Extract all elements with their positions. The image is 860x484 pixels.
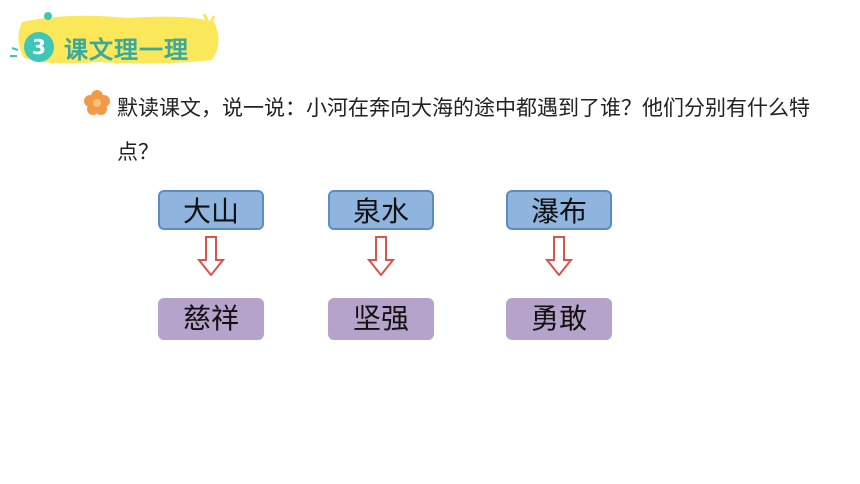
met-box-2: 泉水 <box>328 190 434 230</box>
down-arrow-icon <box>197 236 225 276</box>
trait-box-3: 勇敢 <box>506 298 612 340</box>
met-box-3: 瀑布 <box>506 190 612 230</box>
met-box-1: 大山 <box>158 190 264 230</box>
section-title: 课文理一理 <box>64 36 189 64</box>
section-banner: 3 课文理一理 <box>8 8 228 70</box>
banner-background <box>10 12 219 64</box>
down-arrow-icon <box>545 236 573 276</box>
down-arrow-icon <box>367 236 395 276</box>
section-number: 3 <box>24 32 54 62</box>
trait-box-2: 坚强 <box>328 298 434 340</box>
question-text: 默读课文，说一说：小河在奔向大海的途中都遇到了谁？他们分别有什么特点？ <box>117 96 810 164</box>
flower-icon <box>84 90 110 115</box>
trait-box-1: 慈祥 <box>158 298 264 340</box>
